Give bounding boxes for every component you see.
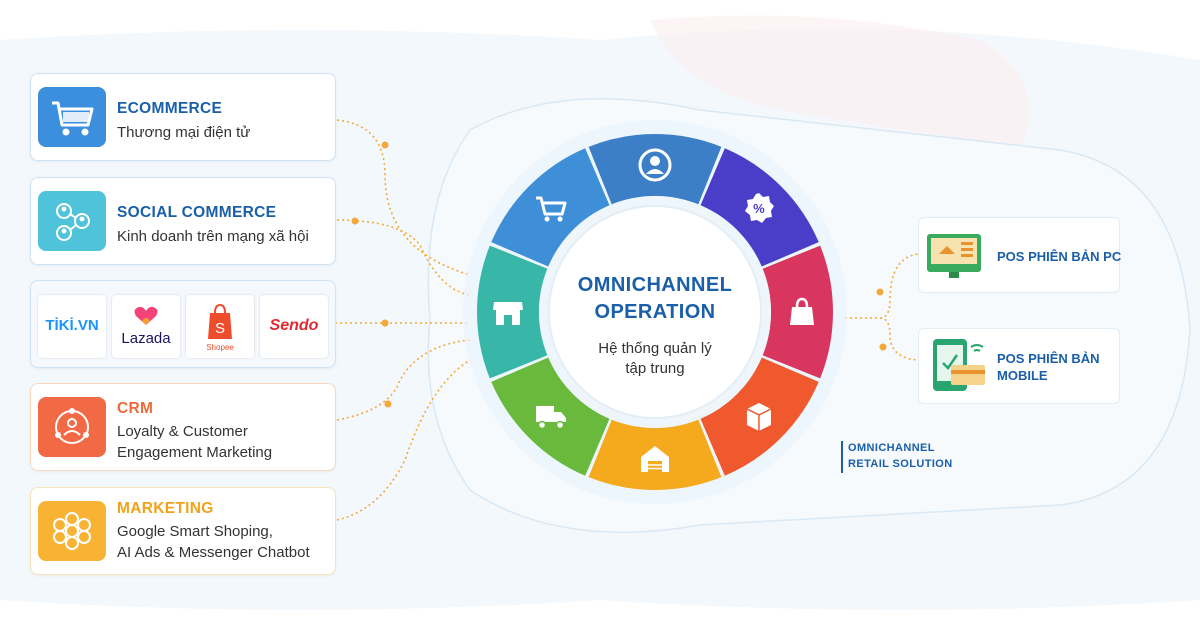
pos-pc-label-line-1: POS PHIÊN BẢN PC [997, 249, 1122, 264]
storefront-icon [493, 302, 523, 325]
package-box-icon [746, 402, 772, 431]
brand-label: OMNICHANNEL RETAIL SOLUTION [848, 440, 953, 472]
sendo-label: Sendo [269, 317, 319, 334]
ecommerce-title: ECOMMERCE [117, 100, 223, 117]
marketing-flower-icon [38, 501, 106, 561]
pos-mobile-label-line-2: MOBILE [997, 368, 1048, 383]
tiki-logo[interactable]: TİKİ.VN [38, 295, 106, 358]
brand-divider [841, 441, 843, 473]
marketing-subtitle: Google Smart Shoping, AI Ads & Messenger… [117, 521, 310, 563]
marketing-title: MARKETING [117, 500, 214, 517]
pos-mobile-icon [933, 339, 985, 391]
social-commerce-card[interactable]: SOCIAL COMMERCE Kinh doanh trên mạng xã … [30, 177, 336, 265]
delivery-truck-icon [536, 405, 567, 430]
tiki-label: TİKİ.VN [45, 317, 99, 334]
shopee-bag-icon: S [208, 303, 232, 339]
pos-pc-label: POS PHIÊN BẢN PC [997, 248, 1121, 265]
shopping-bag-icon [790, 297, 814, 325]
social-network-icon [38, 191, 106, 251]
center-title: OMNICHANNEL OPERATION [540, 272, 770, 326]
shopping-cart-icon [536, 196, 567, 222]
crm-card[interactable]: CRM Loyalty & Customer Engagement Market… [30, 383, 336, 471]
brand-label-line-1: OMNICHANNEL [848, 442, 935, 454]
lazada-heart-icon [134, 306, 158, 325]
social-commerce-title: SOCIAL COMMERCE [117, 204, 277, 221]
pos-mobile-label-line-1: POS PHIÊN BẢN [997, 351, 1100, 366]
center-subtitle-line-1: Hệ thống quản lý [598, 340, 712, 357]
pos-mobile-label: POS PHIÊN BẢN MOBILE [997, 350, 1100, 384]
center-title-line-2: OPERATION [594, 301, 716, 323]
svg-text:%: % [753, 201, 765, 216]
sendo-logo[interactable]: Sendo [260, 295, 328, 358]
crm-people-icon [38, 397, 106, 457]
pos-mobile-card[interactable]: POS PHIÊN BẢN MOBILE [918, 328, 1120, 404]
pos-pc-card[interactable]: POS PHIÊN BẢN PC [918, 217, 1121, 293]
brand-label-line-2: RETAIL SOLUTION [848, 458, 953, 470]
shopping-cart-icon [38, 87, 106, 147]
pos-pc-icon [927, 234, 981, 278]
discount-icon: % [744, 193, 774, 224]
crm-subtitle: Loyalty & Customer Engagement Marketing [117, 421, 272, 463]
warehouse-icon [641, 446, 669, 472]
social-commerce-subtitle: Kinh doanh trên mạng xã hội [117, 228, 309, 245]
svg-text:S: S [215, 320, 225, 337]
shopee-label: Shopee [206, 343, 234, 352]
center-subtitle: Hệ thống quản lý tập trung [560, 339, 750, 379]
marketing-card[interactable]: MARKETING Google Smart Shoping, AI Ads &… [30, 487, 336, 575]
crm-title: CRM [117, 400, 154, 417]
crm-subtitle-line-1: Loyalty & Customer [117, 423, 248, 440]
crm-subtitle-line-2: Engagement Marketing [117, 444, 273, 461]
marketing-subtitle-line-1: Google Smart Shoping, [117, 523, 273, 540]
center-subtitle-line-2: tập trung [625, 360, 685, 377]
ring-segment-shopping-cart [491, 148, 610, 267]
user-profile-icon [638, 148, 672, 182]
ecommerce-subtitle: Thương mại điện tử [117, 124, 251, 141]
shopee-logo[interactable]: S Shopee [186, 295, 254, 358]
marketplaces-card: TİKİ.VN Lazada S Shopee Sendo [30, 280, 336, 368]
marketing-subtitle-line-2: AI Ads & Messenger Chatbot [117, 544, 310, 561]
ring-icons: % [493, 148, 814, 472]
ecommerce-card[interactable]: ECOMMERCE Thương mại điện tử [30, 73, 336, 161]
lazada-label: Lazada [121, 330, 171, 347]
center-title-line-1: OMNICHANNEL [577, 274, 733, 296]
lazada-logo[interactable]: Lazada [112, 295, 180, 358]
